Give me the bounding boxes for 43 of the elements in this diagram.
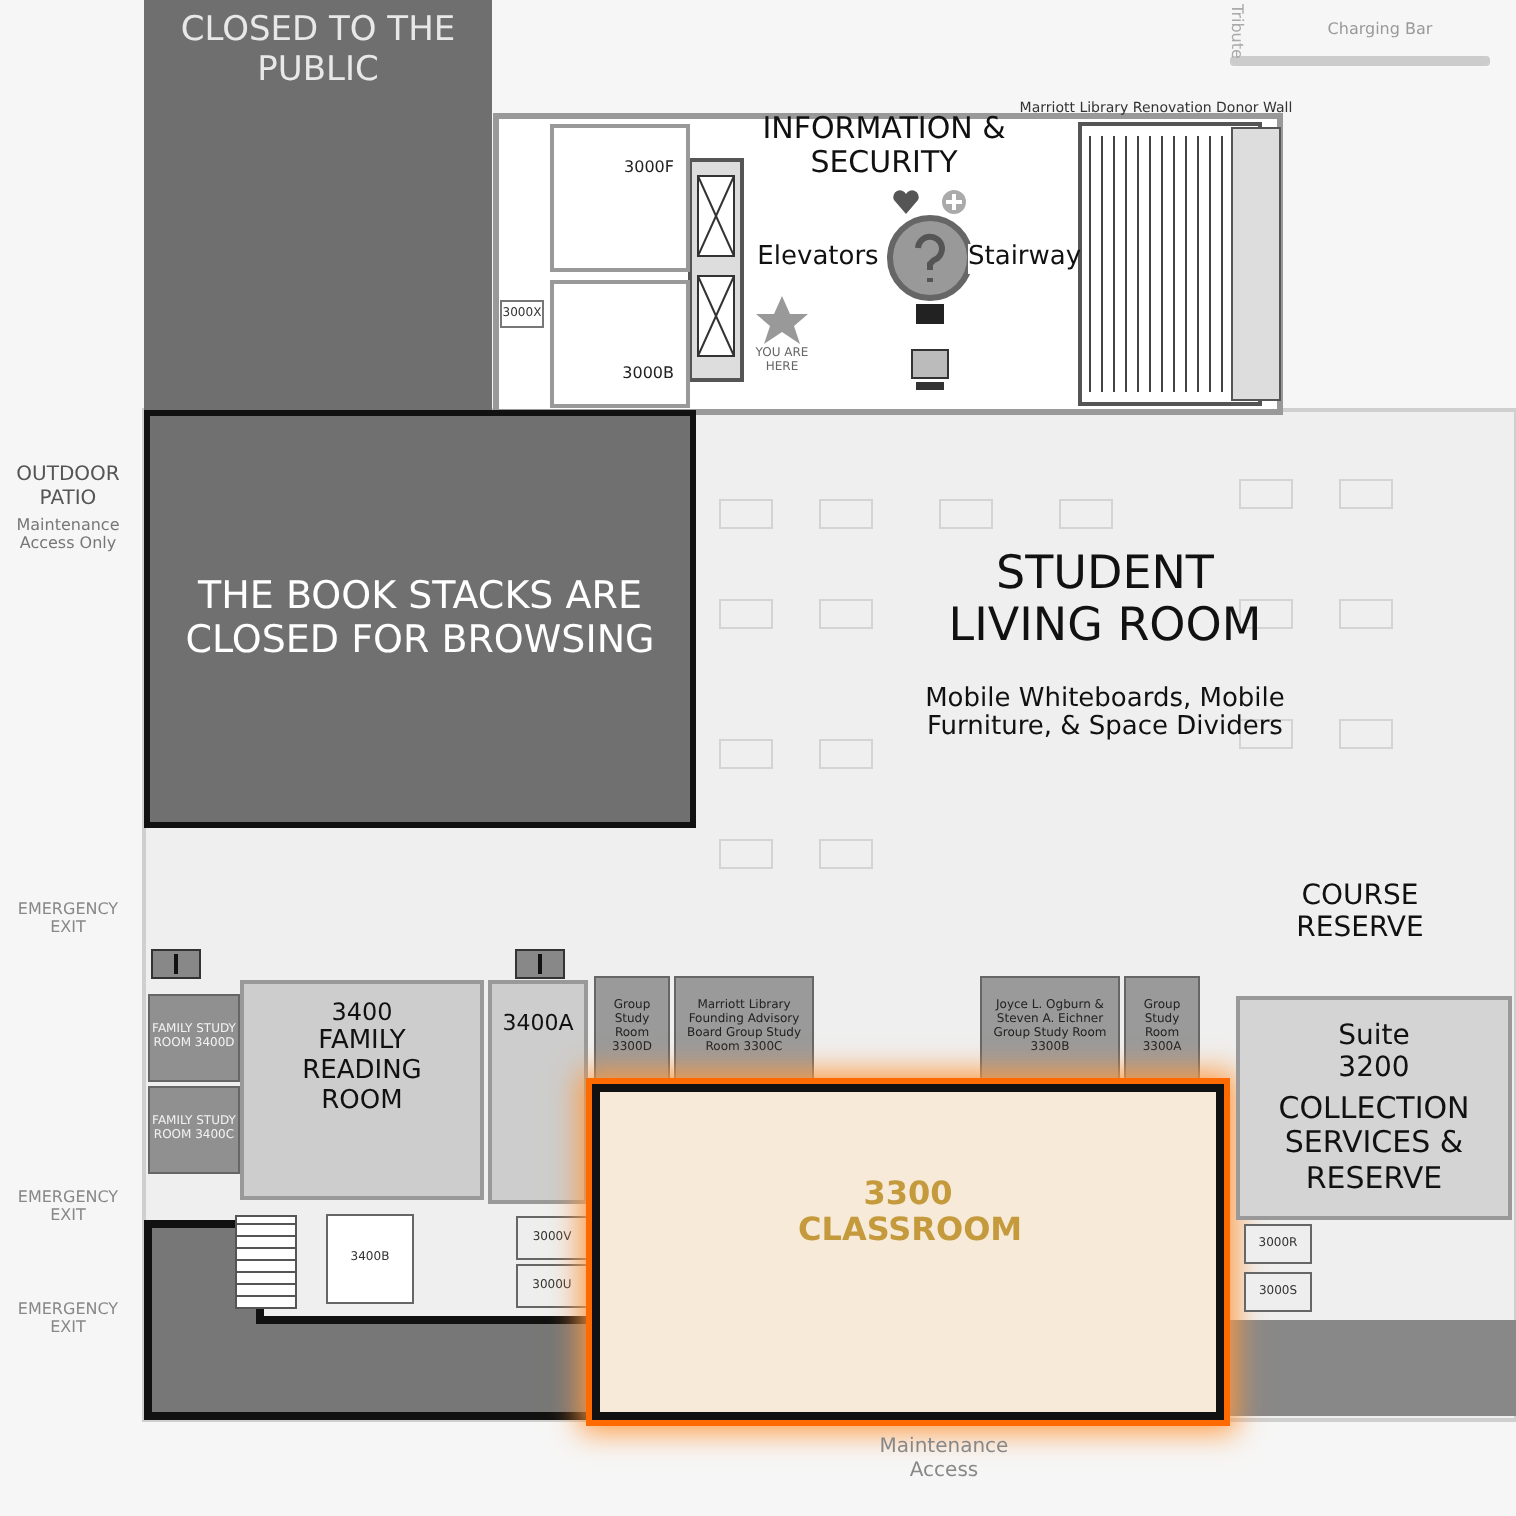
room-heading: STUDENT LIVING ROOM: [946, 547, 1264, 653]
exit-label: EMERGENCY EXIT: [15, 1300, 121, 1337]
study-room: [148, 1086, 240, 1174]
restroom: [550, 124, 690, 272]
room-heading: Suite 3200: [1336, 1020, 1412, 1085]
room-heading: 3400: [329, 1000, 395, 1028]
study-room: [148, 994, 240, 1082]
room-label: 3400A: [502, 1012, 574, 1038]
study-room: [594, 976, 670, 1080]
book-stacks-area: [144, 410, 696, 828]
room-label: CLOSED TO THE PUBLIC: [178, 12, 458, 91]
note: Maintenance Access Only: [14, 516, 122, 553]
exit-label: EMERGENCY EXIT: [15, 900, 121, 937]
room-label: 3000B: [622, 364, 674, 384]
room-label: COLLECTION SERVICES & RESERVE: [1276, 1092, 1472, 1196]
wall-label: Tribute: [1228, 4, 1247, 59]
study-room: [1124, 976, 1200, 1080]
study-room: [980, 976, 1120, 1080]
room: [1244, 1224, 1312, 1264]
closed-area: [144, 0, 492, 410]
room-label: Mobile Whiteboards, Mobile Furniture, & Space Dividers: [925, 685, 1285, 745]
room: [488, 980, 588, 1204]
room-label: 3000F: [624, 158, 674, 178]
room-label: 3300 CLASSROOM: [798, 1175, 1018, 1249]
room-label: FAMILY READING ROOM: [300, 1027, 424, 1118]
classroom: [592, 1084, 1224, 1420]
room: [326, 1214, 414, 1304]
furniture-label: Charging Bar: [1325, 20, 1435, 39]
study-room: [674, 976, 814, 1080]
room: [500, 300, 544, 328]
restroom: [550, 280, 690, 408]
reading-room: [240, 980, 484, 1200]
desk-label: INFORMATION & SECURITY: [760, 112, 1008, 181]
area-label: Elevators: [755, 244, 881, 274]
note: Maintenance Access: [877, 1436, 1011, 1482]
room: [1244, 1272, 1312, 1312]
area-label: COURSE RESERVE: [1294, 880, 1426, 945]
suite: [1236, 996, 1512, 1220]
area-label: OUTDOOR PATIO: [14, 464, 122, 510]
room: [516, 1264, 588, 1308]
exit-label: EMERGENCY EXIT: [15, 1188, 121, 1225]
room: [516, 1216, 588, 1260]
room-label: THE BOOK STACKS ARE CLOSED FOR BROWSING: [183, 575, 657, 663]
